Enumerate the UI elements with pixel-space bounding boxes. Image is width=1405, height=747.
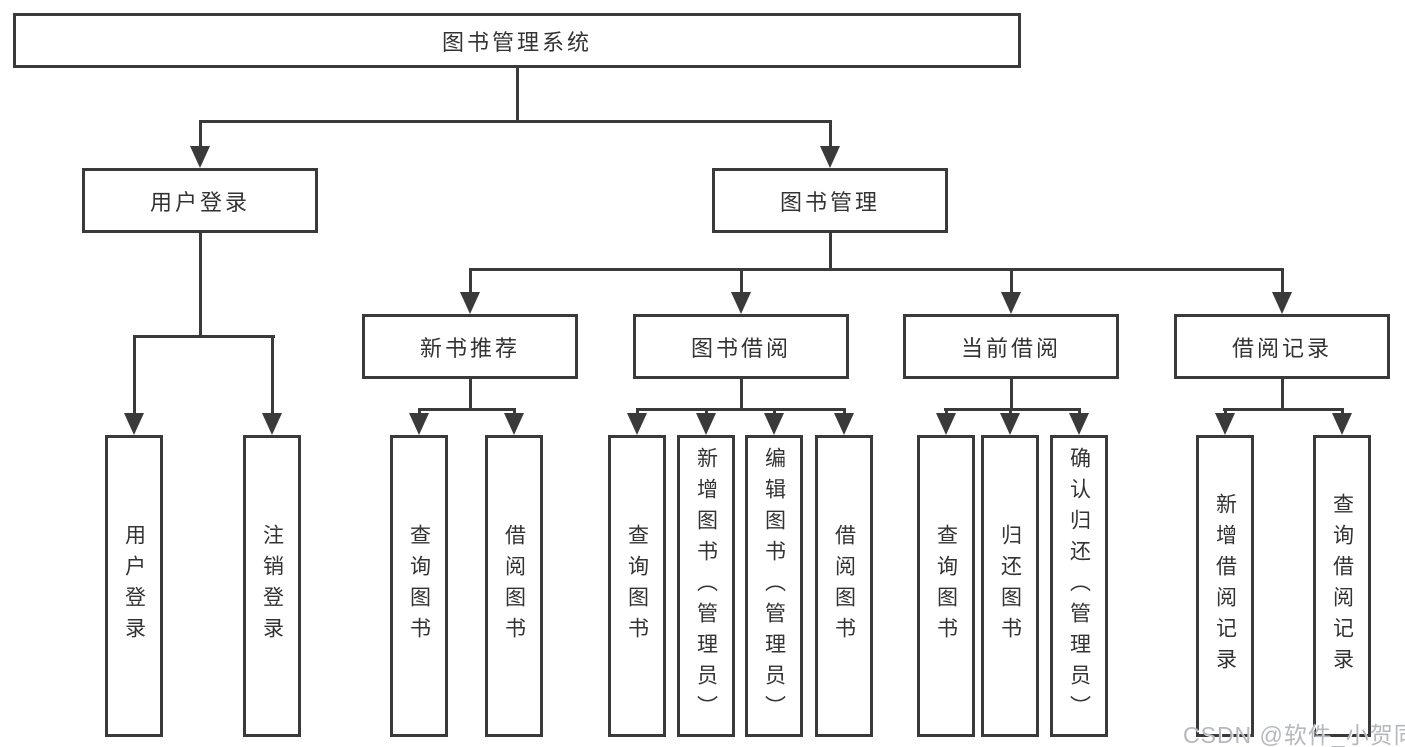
arrow-down-icon bbox=[696, 413, 716, 435]
arrow-down-icon bbox=[124, 413, 144, 435]
connector-line bbox=[133, 335, 136, 415]
arrow-down-icon bbox=[764, 413, 784, 435]
leaf-confirm-return-admin: 确认归还（管理员） bbox=[1050, 435, 1108, 737]
node-current-borrowing: 当前借阅 bbox=[903, 314, 1119, 379]
leaf-user-login: 用户登录 bbox=[105, 435, 163, 737]
arrow-down-icon bbox=[1000, 413, 1020, 435]
leaf-add-books-admin: 新增图书（管理员） bbox=[677, 435, 735, 737]
connector-line bbox=[133, 335, 275, 338]
leaf-query-books-2: 查询图书 bbox=[608, 435, 666, 737]
connector-line bbox=[1281, 379, 1284, 410]
leaf-logout-login: 注销登录 bbox=[243, 435, 301, 737]
arrow-down-icon bbox=[1332, 413, 1352, 435]
connector-line bbox=[199, 120, 832, 123]
arrow-down-icon bbox=[834, 413, 854, 435]
leaf-add-borrow-record: 新增借阅记录 bbox=[1196, 435, 1254, 737]
arrow-down-icon bbox=[504, 413, 524, 435]
connector-line bbox=[516, 68, 519, 122]
connector-line bbox=[1281, 268, 1284, 294]
connector-line bbox=[1341, 408, 1344, 416]
arrow-down-icon bbox=[262, 413, 282, 435]
connector-line bbox=[469, 268, 1284, 271]
arrow-down-icon bbox=[1069, 413, 1089, 435]
connector-line bbox=[636, 408, 639, 416]
leaf-borrow-books: 借阅图书 bbox=[485, 435, 543, 737]
connector-line bbox=[418, 408, 516, 411]
arrow-down-icon bbox=[731, 292, 751, 314]
connector-line bbox=[418, 408, 421, 416]
connector-line bbox=[1009, 408, 1012, 416]
connector-line bbox=[199, 120, 202, 148]
leaf-query-borrow-record: 查询借阅记录 bbox=[1313, 435, 1371, 737]
connector-line bbox=[945, 408, 948, 416]
connector-line bbox=[829, 120, 832, 148]
connector-line bbox=[829, 233, 832, 270]
arrow-down-icon bbox=[936, 413, 956, 435]
arrow-down-icon bbox=[1215, 413, 1235, 435]
connector-line bbox=[843, 408, 846, 416]
arrow-down-icon bbox=[627, 413, 647, 435]
connector-line bbox=[944, 408, 1081, 411]
arrow-down-icon bbox=[409, 413, 429, 435]
node-root: 图书管理系统 bbox=[13, 13, 1021, 68]
connector-line bbox=[740, 268, 743, 294]
connector-line bbox=[469, 268, 472, 294]
leaf-query-books-3: 查询图书 bbox=[917, 435, 975, 737]
arrow-down-icon bbox=[460, 292, 480, 314]
leaf-return-books: 归还图书 bbox=[981, 435, 1039, 737]
connector-line bbox=[199, 233, 202, 337]
connector-line bbox=[1010, 379, 1013, 410]
connector-line bbox=[513, 408, 516, 416]
node-new-book-recommendation: 新书推荐 bbox=[362, 314, 578, 379]
leaf-query-books: 查询图书 bbox=[390, 435, 448, 737]
arrow-down-icon bbox=[1001, 292, 1021, 314]
connector-line bbox=[1078, 408, 1081, 416]
connector-line bbox=[740, 379, 743, 410]
csdn-watermark: CSDN @软件_小贺同学 bbox=[1183, 722, 1405, 747]
node-borrowing-records: 借阅记录 bbox=[1174, 314, 1390, 379]
arrow-down-icon bbox=[1272, 292, 1292, 314]
connector-line bbox=[271, 335, 274, 415]
connector-line bbox=[705, 408, 708, 416]
node-book-management: 图书管理 bbox=[712, 168, 948, 233]
connector-line bbox=[773, 408, 776, 416]
leaf-borrow-books-2: 借阅图书 bbox=[815, 435, 873, 737]
node-user-login: 用户登录 bbox=[82, 168, 318, 233]
arrow-down-icon bbox=[820, 146, 840, 168]
connector-line bbox=[1223, 408, 1344, 411]
node-book-borrowing: 图书借阅 bbox=[633, 314, 849, 379]
leaf-edit-books-admin: 编辑图书（管理员） bbox=[745, 435, 803, 737]
connector-line bbox=[469, 379, 472, 410]
connector-line bbox=[636, 408, 846, 411]
arrow-down-icon bbox=[190, 146, 210, 168]
connector-line bbox=[1224, 408, 1227, 416]
connector-line bbox=[1010, 268, 1013, 294]
